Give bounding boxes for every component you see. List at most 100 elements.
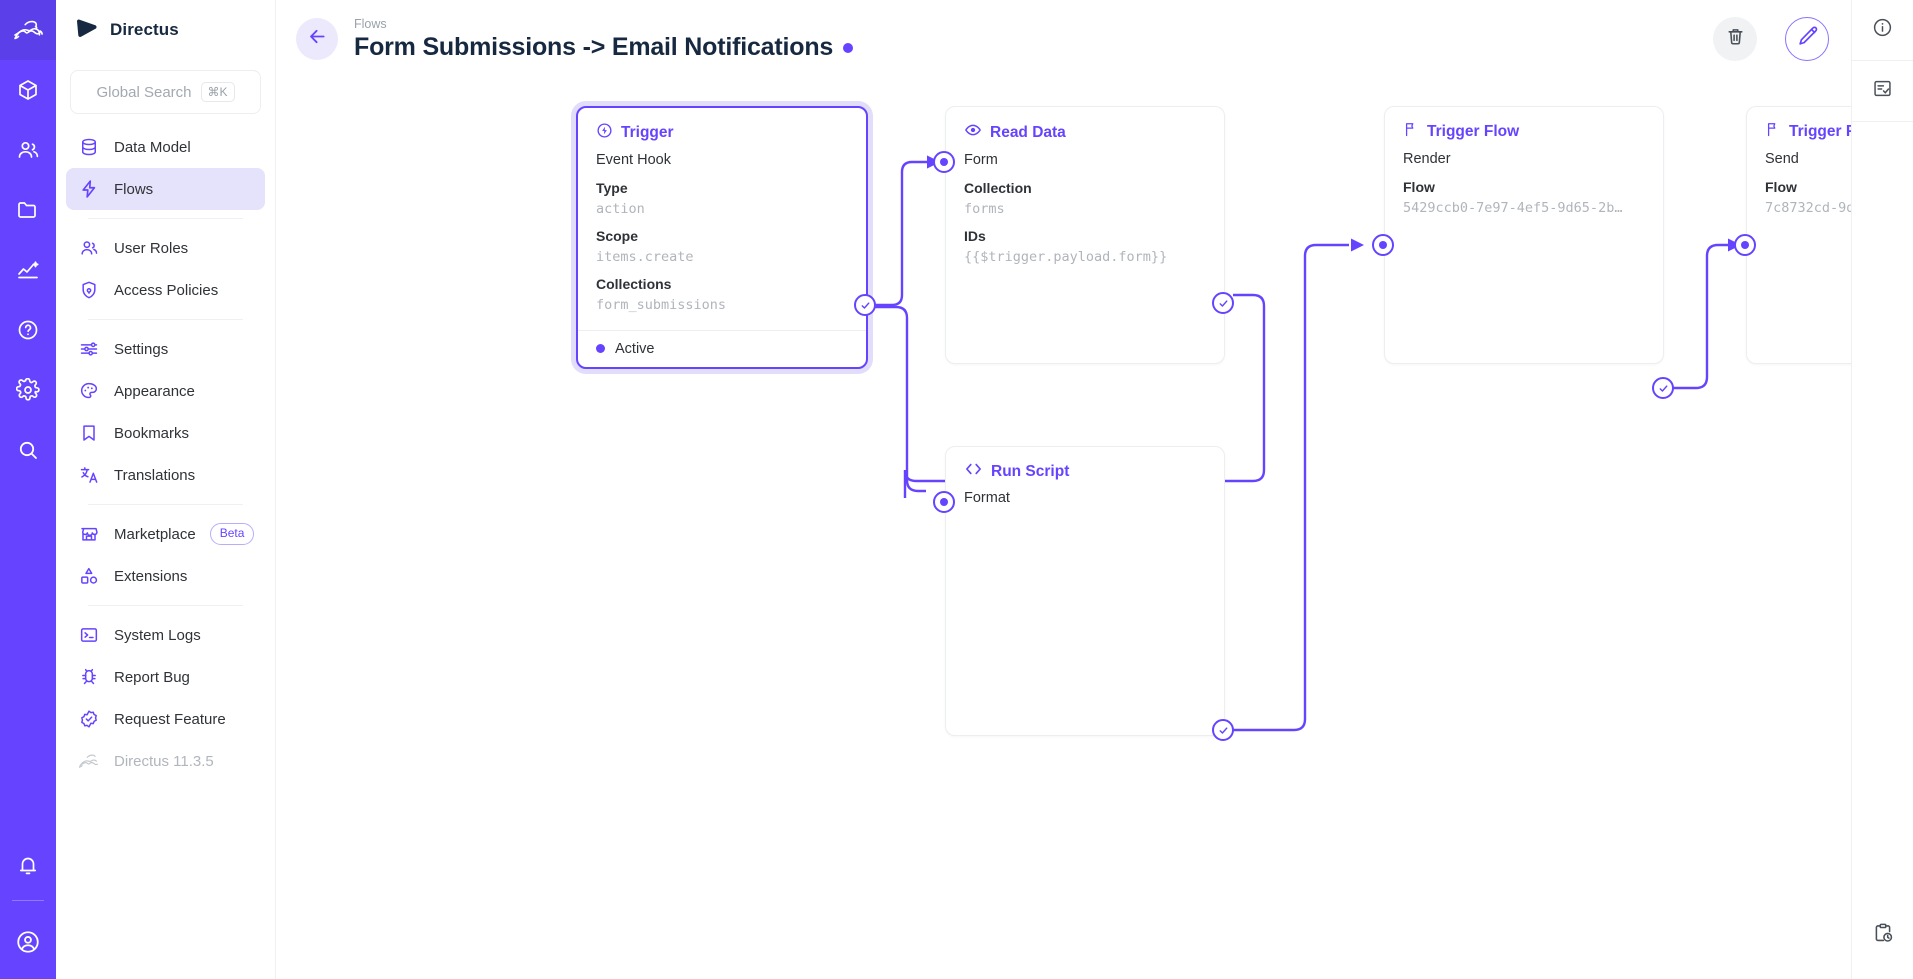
directus-rabbit-logo-icon[interactable] <box>0 0 56 60</box>
sidebar-item-translations[interactable]: Translations <box>66 454 265 496</box>
global-search-input[interactable]: Global Search ⌘K <box>70 70 261 114</box>
flow-node-trigger-flow-send[interactable]: Trigger Flow Send Flow 7c8732cd-9d9e-44b… <box>1746 106 1851 364</box>
sidebar-item-label: Report Bug <box>114 668 190 686</box>
bolt-icon <box>78 178 100 200</box>
sidebar-item-label: Appearance <box>114 382 195 400</box>
rail-search-icon[interactable] <box>0 420 56 480</box>
sidebar-item-system-logs[interactable]: System Logs <box>66 614 265 656</box>
port-run-script-input[interactable] <box>933 491 955 513</box>
port-render-resolve[interactable] <box>1652 377 1674 399</box>
sidebar-item-label: User Roles <box>114 239 189 257</box>
translate-icon <box>78 464 100 486</box>
rabbit-icon <box>78 750 100 772</box>
storefront-icon <box>78 523 100 545</box>
bookmark-icon <box>78 422 100 444</box>
rail-folder-icon[interactable] <box>0 180 56 240</box>
flow-node-run-script[interactable]: Run Script Format <box>945 446 1225 736</box>
port-dot-icon <box>1741 241 1749 249</box>
users-icon <box>78 237 100 259</box>
back-button[interactable] <box>296 18 338 60</box>
field-value: action <box>596 200 645 217</box>
right-rail-divider <box>1851 121 1913 122</box>
node-status-footer: Active <box>578 329 866 367</box>
shield-lock-icon <box>78 279 100 301</box>
right-rail-divider <box>1851 60 1913 61</box>
sidebar-item-report-bug[interactable]: Report Bug <box>66 656 265 698</box>
right-sidebar <box>1851 0 1913 979</box>
module-rail <box>0 0 56 979</box>
node-title: Trigger <box>578 108 866 150</box>
sidebar-divider <box>88 319 243 320</box>
palette-icon <box>78 380 100 402</box>
flow-info-button[interactable] <box>1852 0 1913 60</box>
sidebar-item-marketplace[interactable]: Marketplace Beta <box>66 513 265 555</box>
sidebar-item-request-feature[interactable]: Request Feature <box>66 698 265 740</box>
node-title: Run Script <box>946 447 1224 488</box>
port-read-data-input[interactable] <box>933 151 955 173</box>
status-badge <box>843 42 854 53</box>
eye-icon <box>964 121 982 144</box>
flag-icon <box>1765 121 1781 143</box>
port-render-input[interactable] <box>1372 234 1394 256</box>
page-header: Flows Form Submissions -> Email Notifica… <box>276 0 1851 78</box>
flow-node-trigger-flow-render[interactable]: Trigger Flow Render Flow 5429ccb0-7e97-4… <box>1384 106 1664 364</box>
field-value: forms <box>964 200 1005 217</box>
sidebar-header: Directus <box>56 0 275 60</box>
breadcrumb[interactable]: Flows <box>354 16 387 31</box>
sidebar-item-settings[interactable]: Settings <box>66 328 265 370</box>
directus-logo-mark-icon <box>76 18 98 43</box>
rail-divider <box>12 900 44 901</box>
global-search-container: Global Search ⌘K <box>56 60 275 126</box>
rail-users-icon[interactable] <box>0 120 56 180</box>
node-body: Send Flow 7c8732cd-9d9e-44be-a3f6-89… <box>1747 149 1851 233</box>
sidebar-item-label: Translations <box>114 466 196 484</box>
rail-chart-line-icon[interactable] <box>0 240 56 300</box>
flow-canvas[interactable]: Trigger Event Hook Type action Scope ite… <box>276 78 1851 979</box>
sidebar-item-extensions[interactable]: Extensions <box>66 555 265 597</box>
sidebar-item-data-model[interactable]: Data Model <box>66 126 265 168</box>
flow-node-trigger[interactable]: Trigger Event Hook Type action Scope ite… <box>576 106 868 369</box>
sidebar-item-appearance[interactable]: Appearance <box>66 370 265 412</box>
page-title: Form Submissions -> Email Notifications <box>354 33 834 62</box>
sidebar-divider <box>88 218 243 219</box>
edit-flow-button[interactable] <box>1785 17 1829 61</box>
sidebar-nav-list: Data Model Flows User Roles Acc <box>56 126 275 782</box>
sidebar-item-bookmarks[interactable]: Bookmarks <box>66 412 265 454</box>
title-row: Form Submissions -> Email Notifications <box>354 33 854 62</box>
title-block: Flows Form Submissions -> Email Notifica… <box>354 16 854 62</box>
port-trigger-resolve[interactable] <box>854 294 876 316</box>
rail-bell-icon[interactable] <box>0 836 56 896</box>
field-value: items.create <box>596 248 694 265</box>
rail-help-circle-icon[interactable] <box>0 300 56 360</box>
rail-gear-icon[interactable] <box>0 360 56 420</box>
trash-icon <box>1725 26 1746 52</box>
field-key: Flow <box>1765 178 1797 195</box>
status-dot-icon <box>596 344 605 354</box>
edge-spacer2 <box>871 310 934 499</box>
node-operation: Event Hook <box>596 152 671 168</box>
field-key: Collection <box>964 179 1032 196</box>
sidebar-item-user-roles[interactable]: User Roles <box>66 227 265 269</box>
flow-node-read-data[interactable]: Read Data Form Collection forms IDs {{$t… <box>945 106 1225 364</box>
sliders-icon <box>78 338 100 360</box>
rail-user-circle-icon[interactable] <box>0 905 56 979</box>
code-brackets-icon <box>964 461 983 482</box>
global-search-placeholder: Global Search <box>96 83 192 101</box>
flow-logs-button[interactable] <box>1852 61 1913 121</box>
rail-box-icon[interactable] <box>0 60 56 120</box>
port-run-script-resolve[interactable] <box>1212 719 1234 741</box>
edge-render-to-send <box>1664 243 1728 390</box>
port-read-data-resolve[interactable] <box>1212 292 1234 314</box>
activity-log-button[interactable] <box>1852 891 1913 979</box>
port-send-input[interactable] <box>1734 234 1756 256</box>
node-title: Read Data <box>946 107 1224 150</box>
sidebar-item-flows[interactable]: Flows <box>66 168 265 210</box>
node-status-label: Active <box>615 340 655 357</box>
delete-flow-button[interactable] <box>1713 17 1757 61</box>
sidebar-item-label: System Logs <box>114 626 201 644</box>
sidebar-item-label: Directus 11.3.5 <box>114 752 214 770</box>
sidebar-item-access-policies[interactable]: Access Policies <box>66 269 265 311</box>
sidebar-item-label: Marketplace <box>114 525 196 543</box>
field-key: IDs <box>964 227 986 244</box>
